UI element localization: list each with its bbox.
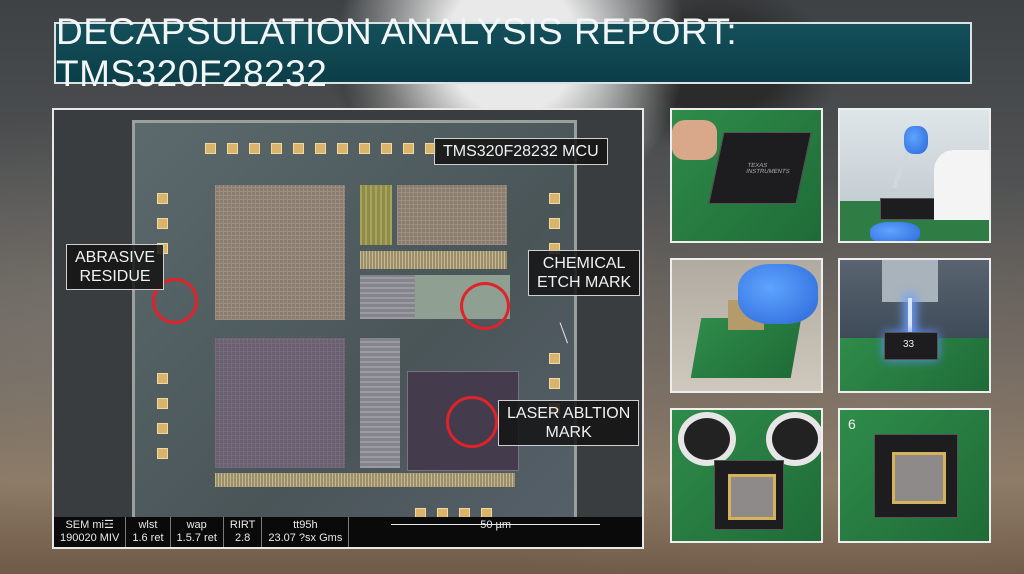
die-image — [132, 120, 577, 530]
laser-beam — [908, 298, 912, 346]
info-top: tt95h — [293, 519, 318, 531]
info-bottom: 1.6 ret — [132, 532, 164, 544]
bond-pad — [205, 143, 216, 154]
bond-pad — [549, 218, 560, 229]
abrasive-callout: ABRASIVE RESIDUE — [66, 244, 165, 290]
lab-coat-sleeve — [934, 150, 989, 220]
info-cell: tt95h 23.07 ?sx Gms — [262, 517, 350, 547]
bus-block — [360, 251, 507, 269]
info-bottom: 1.5.7 ret — [176, 532, 217, 544]
bond-pad — [549, 378, 560, 389]
abrasive-callout-line1: ABRASIVE — [75, 249, 156, 266]
mcu-callout-text: TMS320F28232 MCU — [443, 143, 599, 160]
thumbnail-chip-on-board: TEXAS INSTRUMENTS — [670, 108, 823, 243]
page-title: DECAPSULATION ANALYSIS REPORT: TMS320F28… — [56, 11, 738, 94]
flash-array-block — [215, 338, 345, 468]
bond-pad — [271, 143, 282, 154]
thumbnail-chemical-etch — [838, 108, 991, 243]
mcu-callout: TMS320F28232 MCU — [434, 138, 608, 165]
bond-pad — [157, 193, 168, 204]
bond-pad — [249, 143, 260, 154]
sem-info-bar: SEM mi☲ 190020 MIV wlst 1.6 ret wap 1.5.… — [54, 517, 642, 547]
sram-block — [397, 185, 507, 245]
bond-pad — [549, 353, 560, 364]
abrasive-residue-ring — [152, 278, 198, 324]
exposed-die — [892, 452, 946, 504]
info-cell: RIRT 2.8 — [224, 517, 263, 547]
laser-ablation-ring — [446, 396, 498, 448]
bond-pad — [403, 143, 414, 154]
info-bottom: 190020 MIV — [60, 532, 120, 544]
chemical-callout: CHEMICAL ETCH MARK — [528, 250, 641, 296]
abrasive-callout-line2: RESIDUE — [79, 268, 151, 285]
chemical-etch-ring — [460, 282, 510, 330]
glove-shape — [738, 264, 818, 324]
laser-callout-line1: LASER ABLTION — [507, 405, 631, 422]
bond-pad — [337, 143, 348, 154]
bottom-bus-block — [215, 473, 515, 487]
objective-lens — [766, 412, 821, 466]
info-top: wlst — [138, 519, 158, 531]
thumbnail-laser-ablation: 33 — [838, 258, 991, 393]
exposed-die — [728, 474, 776, 520]
scale-label: 50 µm — [480, 519, 512, 531]
die-micrograph: TMS320F28232 MCU ABRASIVE RESIDUE CHEMIC… — [52, 108, 644, 549]
mcu-chip: TEXAS INSTRUMENTS — [708, 132, 812, 204]
info-top: RIRT — [229, 519, 256, 531]
bond-pad — [157, 373, 168, 384]
laser-head — [882, 260, 938, 302]
chip — [880, 198, 935, 220]
bond-pad — [359, 143, 370, 154]
info-cell: SEM mi☲ 190020 MIV — [54, 517, 127, 547]
bond-pad — [381, 143, 392, 154]
title-banner: DECAPSULATION ANALYSIS REPORT: TMS320F28… — [54, 11, 972, 94]
hand-shape — [672, 120, 717, 160]
info-cell: wlst 1.6 ret — [126, 517, 171, 547]
glove-shape — [870, 222, 920, 241]
laser-callout-line2: MARK — [545, 424, 592, 441]
info-top: wap — [186, 519, 207, 531]
info-cell: wap 1.5.7 ret — [171, 517, 224, 547]
bond-pad — [157, 423, 168, 434]
io-logic-block — [360, 338, 400, 468]
info-top: SEM mi☲ — [65, 519, 114, 531]
thumbnail-microscope-inspection — [670, 408, 823, 543]
bond-pad — [157, 448, 168, 459]
thumbnail-decapped-chip: 6 — [838, 408, 991, 543]
chip: 33 — [884, 332, 938, 360]
objective-lens — [678, 412, 736, 466]
bond-pad — [227, 143, 238, 154]
scale-line — [391, 524, 600, 525]
info-bottom: 23.07 ?sx Gms — [268, 532, 343, 544]
logic-block — [360, 185, 392, 245]
thumbnail-abrasive-polish — [670, 258, 823, 393]
glove-shape — [904, 126, 928, 154]
chemical-callout-line1: CHEMICAL — [542, 255, 626, 272]
scale-bar: 50 µm — [349, 517, 642, 547]
step-number: 6 — [848, 416, 856, 432]
chip-logo: TEXAS INSTRUMENTS — [745, 163, 791, 175]
memory-array-block — [215, 185, 345, 320]
bond-pad — [315, 143, 326, 154]
chemical-callout-line2: ETCH MARK — [537, 274, 632, 291]
laser-callout: LASER ABLTION MARK — [498, 400, 640, 446]
bond-pad — [157, 398, 168, 409]
bond-pad — [293, 143, 304, 154]
bond-pad — [549, 193, 560, 204]
chip-marking: 33 — [903, 339, 915, 350]
info-bottom: 2.8 — [234, 532, 251, 544]
bond-pad — [157, 218, 168, 229]
